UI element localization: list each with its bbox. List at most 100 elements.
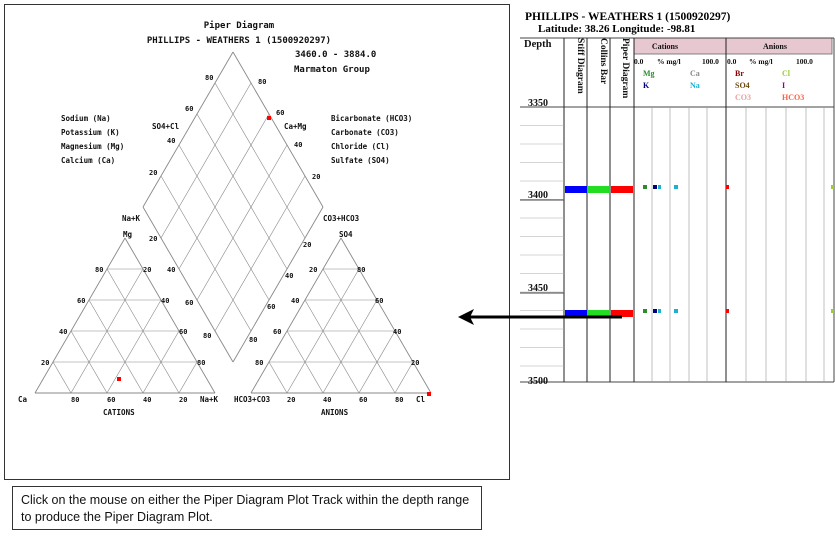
grid-line (268, 361, 288, 394)
diamond-ll-tick-20: 20 (149, 235, 157, 243)
cations-header-cell (633, 37, 727, 55)
k-point-3402 (653, 185, 657, 189)
piper-depth-range: 3460.0 - 3884.0 (295, 50, 376, 60)
cation-vertex-mg: Mg (123, 230, 133, 239)
key-cl: Cl (782, 69, 791, 78)
collins-bar-3402 (588, 186, 610, 193)
anion-right-tick-60: 60 (375, 297, 383, 305)
grid-line (178, 144, 270, 301)
grid-line (304, 299, 360, 394)
log-samples (565, 185, 834, 317)
diamond-lr-tick-60: 60 (267, 303, 275, 311)
anions-label: ANIONS (321, 408, 349, 417)
cl-point-3402 (831, 185, 834, 189)
cation-left-tick-20: 20 (41, 359, 49, 367)
mg-point-3402 (643, 185, 647, 189)
cation-left-tick-60: 60 (77, 297, 85, 305)
grid-line (160, 82, 252, 239)
cation-sample-point (117, 377, 121, 381)
piper-well-name: PHILLIPS - WEATHERS 1 (1500920297) (147, 36, 331, 46)
depth-label-3450: 3450 (528, 283, 548, 294)
grid-line (322, 299, 378, 394)
diamond-lr-tick-20: 20 (303, 241, 311, 249)
diamond-ul-tick-20: 20 (149, 169, 157, 177)
anion-scale-unit: % mg/l (749, 57, 773, 66)
anion-axis-cl: Cl (416, 395, 425, 404)
diamond-label-camg: Ca+Mg (284, 122, 307, 131)
depth-label-3500: 3500 (528, 376, 548, 387)
diamond-lr-tick-40: 40 (285, 272, 293, 280)
cation-right-tick-20: 20 (143, 266, 151, 274)
cation-right-tick-40: 40 (161, 297, 169, 305)
log-plot: Depth Cations Anions Stiff Diagram Colli… (520, 37, 835, 387)
grid-line (106, 299, 162, 394)
piper-samples (117, 116, 431, 396)
diamond-ur-tick-20: 20 (312, 173, 320, 181)
anion-bottom-tick-60: 60 (359, 396, 367, 404)
cation-bottom-tick-40: 40 (143, 396, 151, 404)
diamond-ul-tick-60: 60 (185, 105, 193, 113)
track-stiff-diagram[interactable]: Stiff Diagram (575, 38, 585, 94)
key-so4: SO4 (735, 81, 750, 90)
cation-legend-k: Potassium (K) (61, 128, 120, 137)
anion-left-tick-20: 20 (309, 266, 317, 274)
grid-line (178, 113, 270, 270)
br-point-3402 (726, 185, 729, 189)
cation-scale-max: 100.0 (702, 57, 719, 66)
cation-scale-min: 0.0 (634, 57, 644, 66)
piper-diagram-panel: Piper Diagram PHILLIPS - WEATHERS 1 (150… (4, 4, 510, 480)
instruction-note: Click on the mouse on either the Piper D… (12, 486, 482, 530)
diamond-label-nak: Na+K (122, 214, 141, 223)
anion-legend-hco3: Bicarbonate (HCO3) (331, 114, 412, 123)
key-mg: Mg (643, 69, 655, 78)
log-location: Latitude: 38.26 Longitude: -98.81 (538, 23, 696, 35)
grid-line (232, 51, 324, 208)
diamond-sample-point (267, 116, 271, 120)
grid-line (196, 144, 288, 301)
key-ca: Ca (690, 69, 700, 78)
cation-bottom-tick-80: 80 (71, 396, 79, 404)
track-piper-diagram[interactable]: Piper Diagram (620, 38, 630, 98)
diamond-ll-tick-80: 80 (203, 332, 211, 340)
cation-right-tick-80: 80 (197, 359, 205, 367)
grid-line (214, 82, 306, 239)
diamond-label-so4cl: SO4+Cl (152, 122, 179, 131)
cation-left-tick-40: 40 (59, 328, 67, 336)
diamond-ur-tick-60: 60 (276, 109, 284, 117)
key-br: Br (735, 69, 744, 78)
br-point-3465 (726, 309, 729, 313)
anion-axis-hco3co3: HCO3+CO3 (234, 395, 271, 404)
grid-line (160, 175, 252, 332)
cl-point-3465 (831, 309, 834, 313)
anion-legend-cl: Chloride (Cl) (331, 142, 390, 151)
cations-label: CATIONS (103, 408, 135, 417)
diamond-ur-tick-80: 80 (258, 78, 266, 86)
na2-point-3402 (674, 185, 678, 189)
piper-grid (34, 51, 432, 394)
grid-line (70, 268, 144, 394)
grid-line (250, 237, 342, 394)
cation-bottom-tick-20: 20 (179, 396, 187, 404)
depth-header: Depth (524, 39, 552, 50)
k-point-3465 (653, 309, 657, 313)
log-well-name: PHILLIPS - WEATHERS 1 (1500920297) (525, 11, 731, 23)
cation-axis-nak: Na+K (200, 395, 219, 404)
anions-header: Anions (763, 42, 787, 51)
cation-left-tick-80: 80 (95, 266, 103, 274)
anion-sample-point (427, 392, 431, 396)
diamond-lr-tick-80: 80 (249, 336, 257, 344)
na-point-3402 (658, 185, 661, 189)
anion-right-tick-80: 80 (357, 266, 365, 274)
grid-line (52, 361, 72, 394)
track-collins-bar[interactable]: Collins Bar (598, 38, 608, 85)
cation-bottom-tick-60: 60 (107, 396, 115, 404)
piper-bar-3402 (611, 186, 633, 193)
diamond-ll-tick-60: 60 (185, 299, 193, 307)
anion-scale-max: 100.0 (796, 57, 813, 66)
anion-bottom-tick-40: 40 (323, 396, 331, 404)
grid-line (106, 268, 180, 394)
key-na: Na (690, 81, 700, 90)
grid-line (286, 268, 360, 394)
cation-scale-unit: % mg/l (657, 57, 681, 66)
key-co3: CO3 (735, 93, 751, 102)
